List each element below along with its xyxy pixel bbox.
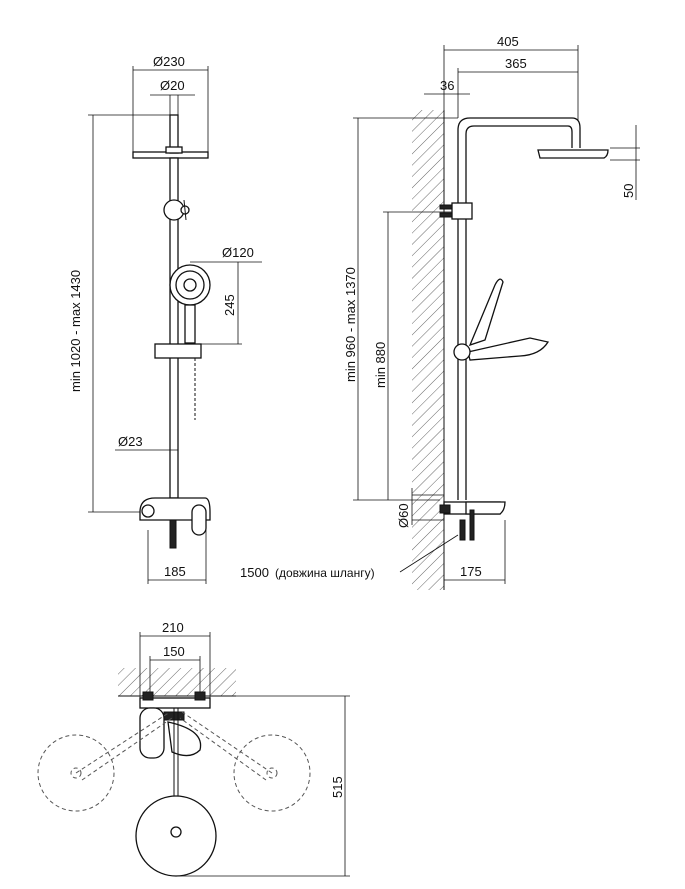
dim-hand-height: 245: [222, 294, 237, 316]
dim-front-height: min 1020 - max 1430: [68, 270, 83, 392]
front-view: Ø230 Ø20 min 1020 - max 1430 Ø120 245: [68, 54, 262, 584]
dim-side-min-height: min 880: [373, 342, 388, 388]
mixer-lever: [191, 504, 207, 536]
side-diverter: [451, 202, 473, 220]
side-view: 405 365 36 50 min 960 - max 1370 min 880: [240, 34, 640, 590]
side-head: [537, 149, 609, 159]
dim-arm-diameter: Ø20: [160, 78, 185, 93]
dim-mixer-depth: 175: [460, 564, 482, 579]
dim-side-height: min 960 - max 1370: [343, 267, 358, 382]
spout: [169, 519, 177, 549]
top-mixer: [139, 697, 211, 709]
top-wall-hatch: [118, 668, 236, 696]
side-hand-shower: [468, 278, 504, 347]
dim-hand-diameter: Ø120: [222, 245, 254, 260]
dim-top-outer-width: 210: [162, 620, 184, 635]
dim-top-inner-width: 150: [163, 644, 185, 659]
wall-hatch: [412, 110, 444, 590]
slider-holder: [154, 343, 202, 359]
dim-bar-diameter: Ø23: [118, 434, 143, 449]
rotation-left-dashed: [37, 734, 115, 812]
top-view: 210 150 515: [37, 620, 350, 877]
top-hand-shower: [167, 721, 202, 757]
dim-mixer-diameter: Ø60: [396, 503, 411, 528]
top-lever: [139, 707, 165, 759]
dim-total-reach: 405: [497, 34, 519, 49]
hose-note: (довжина шлангу): [275, 566, 375, 580]
dim-hose-length: 1500: [240, 565, 269, 580]
dim-wall-gap: 36: [440, 78, 454, 93]
dim-top-depth: 515: [330, 776, 345, 798]
rotation-right-dashed: [233, 734, 311, 812]
dim-front-width: 185: [164, 564, 186, 579]
hand-shower-handle: [184, 304, 196, 344]
dim-head-thickness: 50: [621, 184, 636, 198]
dim-arm-reach: 365: [505, 56, 527, 71]
dim-head-diameter: Ø230: [153, 54, 185, 69]
side-slider: [453, 343, 471, 361]
